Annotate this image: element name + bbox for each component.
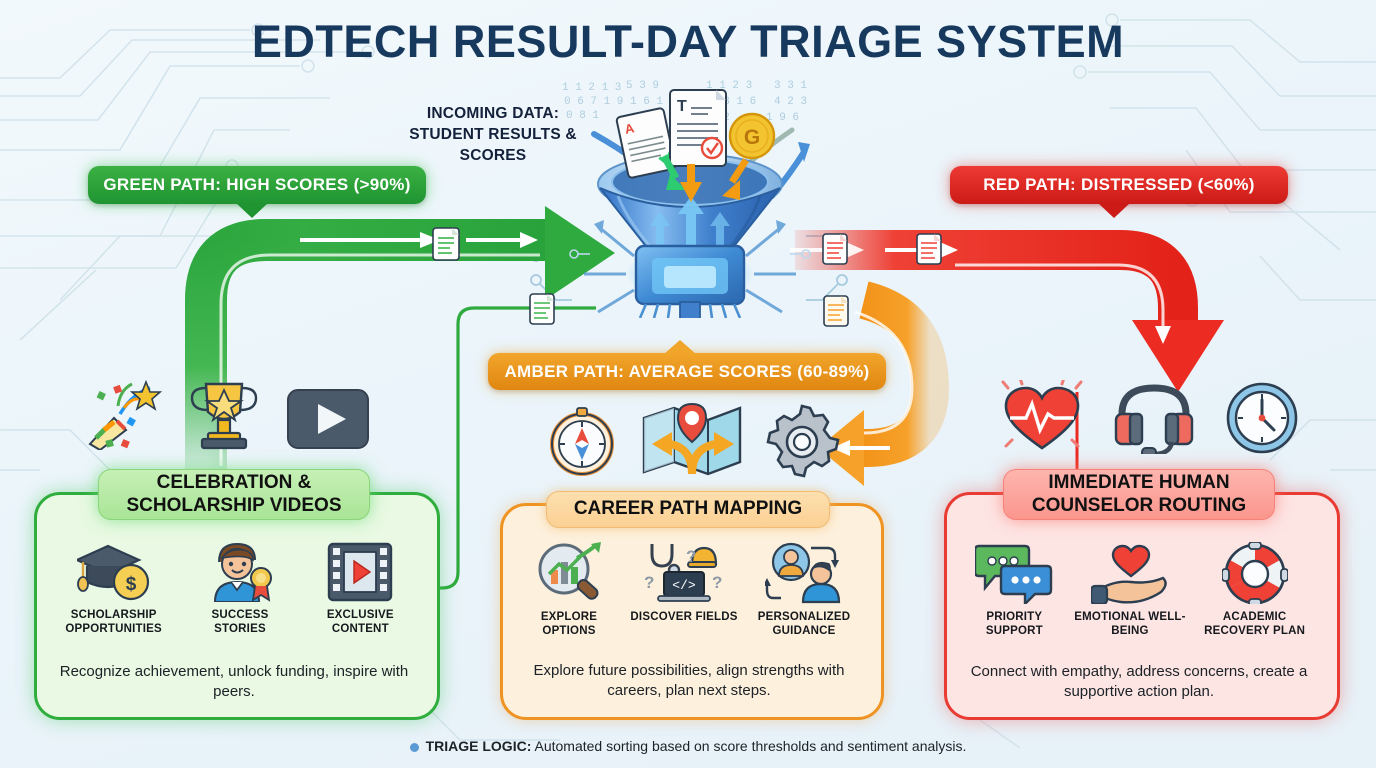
doc-grade-coin: G [728,112,776,160]
item-priority-support[interactable]: PRIORITY SUPPORT [958,540,1070,639]
career-items: EXPLORE OPTIONS ? ? ? </> DISCOVER FIELD… [512,540,866,639]
item-label: EXCLUSIVE CONTENT [326,609,394,635]
svg-text:?: ? [712,573,722,592]
document-chip-amber-1 [823,295,849,327]
document-chip-green-2 [529,293,555,325]
item-academic-recovery-plan[interactable]: ACADEMIC RECOVERY PLAN [1190,540,1320,639]
item-label: SUCCESS STORIES [211,609,269,635]
headset-icon [1114,384,1194,454]
video-play-icon [287,389,369,449]
compass-icon [550,407,614,476]
career-caption: Explore future possibilities, align stre… [533,662,845,700]
green-icon-cluster [84,378,370,450]
clock-icon [1226,382,1298,454]
item-label: PRIORITY SUPPORT [985,611,1043,637]
red-icon-cluster [1000,380,1300,454]
panel-career[interactable] [500,503,884,720]
counselor-items: PRIORITY SUPPORT EMOTIONAL WELL-BEING [958,540,1320,639]
incoming-data-line2: STUDENT RESULTS & SCORES [409,125,577,164]
document-chip-red-1 [822,233,848,265]
svg-text:1 9 6: 1 9 6 [766,112,799,124]
amber-path-label[interactable]: AMBER PATH: AVERAGE SCORES (60-89%) [488,340,886,390]
green-pill-tail [236,203,268,218]
red-path-label-text: RED PATH: DISTRESSED (<60%) [983,175,1255,194]
amber-path-arrow [818,281,950,486]
svg-text:0 6 7 1 9: 0 6 7 1 9 [564,96,623,108]
footer-note: TRIAGE LOGIC: Automated sorting based on… [0,738,1376,754]
green-connector-line [410,306,596,590]
item-discover-fields[interactable]: ? ? ? </> DISCOVER FIELDS [628,540,740,639]
counselor-caption: Connect with empathy, address concerns, … [970,663,1308,701]
panel-career-heading: CAREER PATH MAPPING [546,491,830,528]
bullet-dot-icon [409,742,419,752]
green-path-arrow [185,206,615,470]
item-label: EMOTIONAL WELL-BEING [1074,611,1186,637]
svg-text:1 6 1: 1 6 1 [630,96,663,108]
svg-text:4 2 3: 4 2 3 [774,96,807,108]
item-label: EXPLORE OPTIONS [540,611,598,637]
film-play-icon [328,542,393,602]
item-label: PERSONALIZED GUIDANCE [757,611,851,637]
confetti-popper-icon [88,379,162,450]
green-path-label-text: GREEN PATH: HIGH SCORES (>90%) [103,175,411,194]
footer-text: Automated sorting based on score thresho… [531,738,967,754]
red-path-label[interactable]: RED PATH: DISTRESSED (<60%) [950,166,1288,218]
item-scholarship-opportunities[interactable]: $ SCHOLARSHIP OPPORTUNITIES [53,538,175,637]
svg-text:3 3 1: 3 3 1 [774,80,807,92]
red-pill-tail [1098,203,1130,218]
item-exclusive-content[interactable]: EXCLUSIVE CONTENT [305,538,415,637]
footer-label: TRIAGE LOGIC: [425,738,532,754]
amber-path-label-text: AMBER PATH: AVERAGE SCORES (60-89%) [504,361,870,381]
svg-text:0 8 1: 0 8 1 [566,110,599,122]
item-emotional-wellbeing[interactable]: EMOTIONAL WELL-BEING [1071,540,1189,639]
item-explore-options[interactable]: EXPLORE OPTIONS [514,540,624,639]
item-label: SCHOLARSHIP OPPORTUNITIES [65,609,162,635]
page-title: EDTECH RESULT-DAY TRIAGE SYSTEM [251,16,1125,67]
incoming-data-line1: INCOMING DATA: [426,105,560,122]
svg-text:T: T [677,98,687,115]
svg-text:?: ? [644,573,654,592]
doc-report-center: T [669,89,727,167]
document-chip-red-2 [916,233,942,265]
document-chip-green-1 [432,227,460,261]
amber-icon-cluster [544,400,840,478]
item-label: ACADEMIC RECOVERY PLAN [1204,611,1306,637]
magnifier-chart-growth-icon [538,542,601,600]
svg-text:?: ? [686,547,696,566]
svg-text:1 1 2 1 3: 1 1 2 1 3 [562,82,621,94]
item-personalized-guidance[interactable]: PERSONALIZED GUIDANCE [744,540,864,639]
item-label: DISCOVER FIELDS [630,611,738,623]
green-path-label[interactable]: GREEN PATH: HIGH SCORES (>90%) [88,166,426,218]
graduation-cap-coin-icon: $ [76,544,149,601]
student-award-icon [213,542,272,602]
panel-counselor-heading: IMMEDIATE HUMAN COUNSELOR ROUTING [1003,469,1275,520]
svg-text:$: $ [125,574,136,595]
lifebuoy-icon [1221,542,1288,604]
gear-icon [766,404,840,478]
svg-text:G: G [744,126,760,149]
svg-text:5 3 9: 5 3 9 [626,80,659,92]
stethoscope-laptop-helmet-icon: ? ? ? </> [644,544,722,602]
svg-text:A: A [623,120,636,137]
celebration-items: $ SCHOLARSHIP OPPORTUNITIES [48,538,420,637]
heartbeat-heart-icon [1001,380,1083,450]
celebration-caption: Recognize achievement, unlock funding, i… [59,663,409,701]
chat-bubbles-icon [975,544,1053,604]
panel-celebration-heading: CELEBRATION & SCHOLARSHIP VIDEOS [98,469,370,520]
trophy-icon [190,382,258,450]
hand-heart-icon [1090,544,1167,604]
map-branching-arrows-icon [642,402,742,476]
incoming-data-caption: INCOMING DATA: STUDENT RESULTS & SCORES [378,104,608,167]
two-people-cycle-icon [765,542,841,604]
red-path-arrow [790,230,1224,392]
svg-text:</>: </> [672,578,696,593]
item-success-stories[interactable]: SUCCESS STORIES [184,538,296,637]
amber-pill-tail [664,340,696,354]
panel-celebration[interactable] [34,492,440,720]
panel-counselor[interactable] [944,492,1340,720]
